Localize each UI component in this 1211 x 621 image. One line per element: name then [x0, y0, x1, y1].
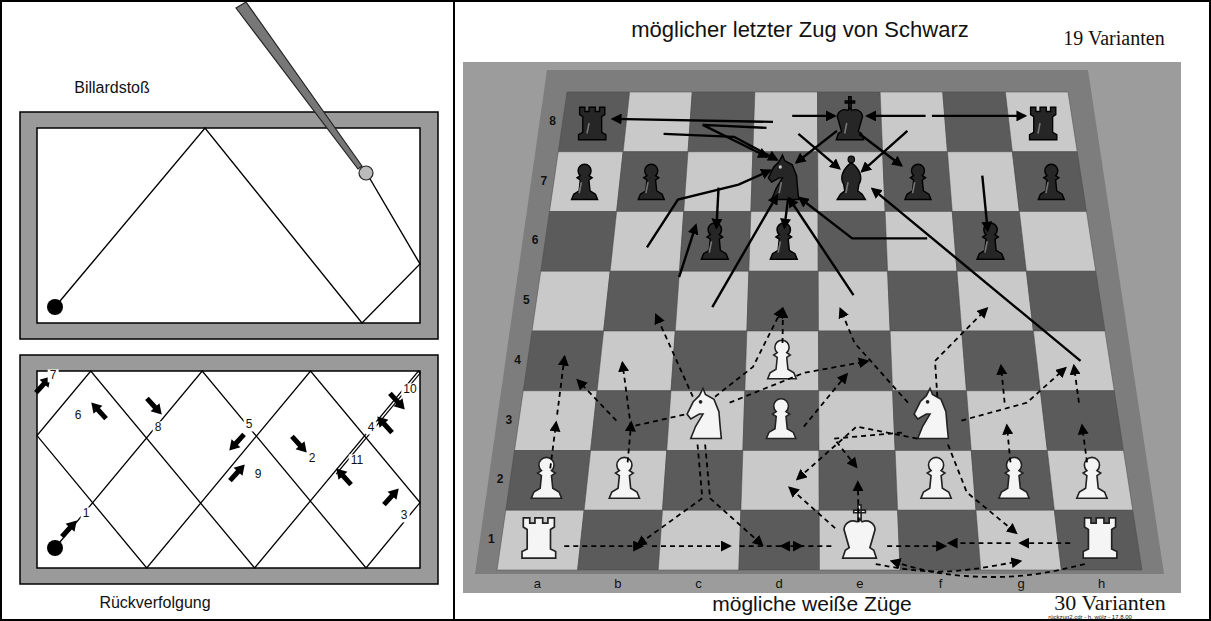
callout-number: 10: [401, 383, 418, 396]
callout-number: 7: [48, 369, 59, 382]
rank-label: 1: [488, 534, 495, 547]
trace-arrows: [36, 376, 405, 536]
billiard-table: [20, 355, 438, 584]
footer-note: rückzug2.cdr - h. wölz - 17.8.00: [1048, 614, 1132, 621]
target-ball: [47, 299, 63, 315]
count-label: 19 Varianten: [1063, 27, 1164, 49]
rank-label: 5: [523, 295, 530, 308]
file-label: c: [695, 577, 702, 591]
chess-pieces: [522, 97, 1117, 558]
chess-board: [463, 62, 1181, 593]
callout-number: 9: [253, 468, 264, 481]
callout-number: 5: [244, 418, 255, 431]
callout-number: 2: [307, 452, 318, 465]
rank-label: 2: [497, 474, 504, 487]
table-title: Rückverfolgung: [99, 594, 210, 612]
file-label: e: [856, 577, 863, 591]
callout-number: 11: [349, 454, 365, 467]
count-label: 30 Varianten: [1054, 591, 1165, 615]
file-label: f: [939, 577, 943, 591]
callout-number: 8: [153, 421, 164, 434]
file-label: a: [534, 577, 541, 591]
rank-label: 3: [506, 414, 513, 427]
rank-label: 4: [514, 354, 521, 367]
callout-number: 4: [366, 421, 377, 434]
rank-label: 8: [549, 115, 556, 128]
callout-number: 6: [73, 409, 84, 422]
rank-label: 7: [541, 175, 548, 188]
panel-title: möglicher letzter Zug von Schwarz: [631, 18, 968, 42]
panel-title: mögliche weiße Züge: [712, 592, 912, 615]
table-title: Billardstoß: [74, 79, 150, 97]
callout-number: 1: [81, 507, 92, 520]
callout-number: 3: [399, 509, 410, 522]
file-label: g: [1017, 577, 1024, 591]
file-label: h: [1098, 577, 1105, 591]
rank-label: 6: [532, 235, 539, 248]
billiard-cue: [236, 2, 373, 180]
file-label: b: [614, 577, 621, 591]
billiard-table: [20, 112, 438, 339]
file-label: d: [776, 577, 783, 591]
white-move-arrows: [550, 309, 1087, 577]
